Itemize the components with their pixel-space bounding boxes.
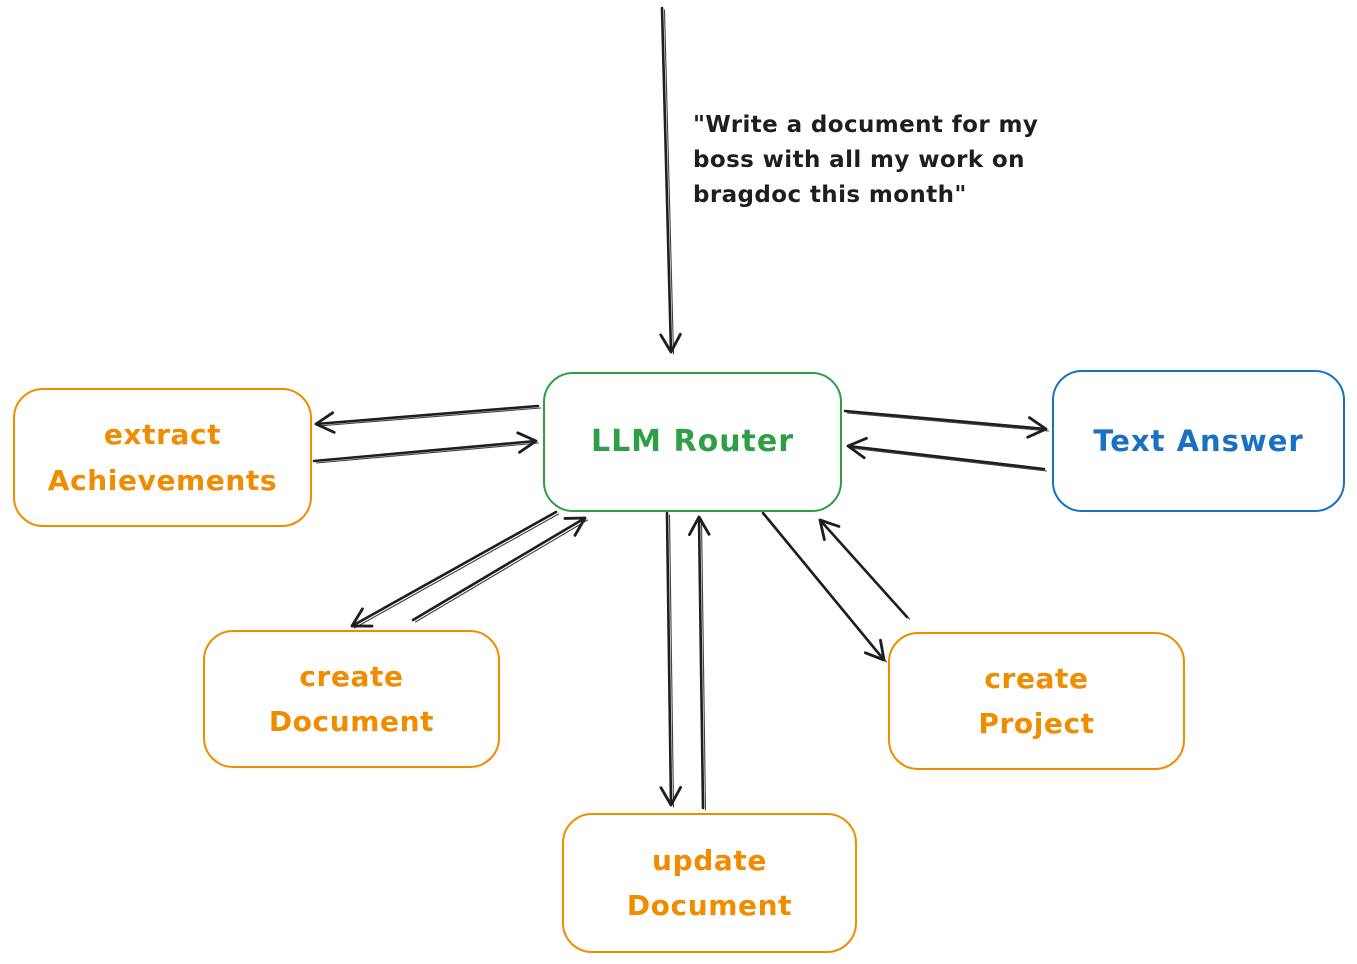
node-extract-achievements-label-line-2: Achievements — [47, 463, 278, 497]
arrow-router-to-create-project — [761, 511, 886, 662]
arrow-router-to-create-document — [350, 510, 558, 628]
user-query-annotation: "Write a document for my boss with all m… — [693, 108, 1038, 213]
node-create-document-label-line-2: Document — [268, 705, 435, 738]
node-llm-router[interactable]: LLM Router — [543, 372, 842, 512]
node-create-project[interactable]: create Project — [888, 632, 1185, 770]
node-create-document[interactable]: create Document — [203, 630, 500, 768]
node-llm-router-label: LLM Router — [590, 423, 795, 459]
arrow-create-document-to-router — [411, 516, 587, 622]
node-update-document-label-line-1: update — [652, 843, 767, 877]
node-update-document[interactable]: update Document — [562, 813, 857, 953]
node-create-project-label-line-2: Project — [978, 707, 1095, 740]
arrow-user-query-to-router — [659, 6, 682, 354]
node-create-project-label-line-1: create — [984, 661, 1089, 695]
user-query-line-1: "Write a document for my — [693, 112, 1039, 138]
arrow-answer-to-router — [846, 436, 1046, 471]
arrow-update-document-to-router — [688, 515, 711, 810]
arrow-extract-to-router — [312, 431, 538, 463]
arrow-router-to-update-document — [659, 511, 682, 807]
node-text-answer[interactable]: Text Answer — [1052, 370, 1345, 512]
node-extract-achievements[interactable]: extract Achievements — [13, 388, 312, 527]
arrow-router-to-answer — [843, 409, 1048, 439]
node-update-document-label-line-2: Document — [626, 889, 793, 922]
user-query-line-3: bragdoc this month" — [693, 182, 967, 208]
node-create-document-label-line-1: create — [299, 659, 404, 693]
node-text-answer-label: Text Answer — [1093, 423, 1304, 458]
user-query-line-2: boss with all my work on — [693, 147, 1025, 173]
arrow-router-to-extract — [314, 404, 540, 434]
node-extract-achievements-label-line-1: extract — [103, 418, 222, 452]
